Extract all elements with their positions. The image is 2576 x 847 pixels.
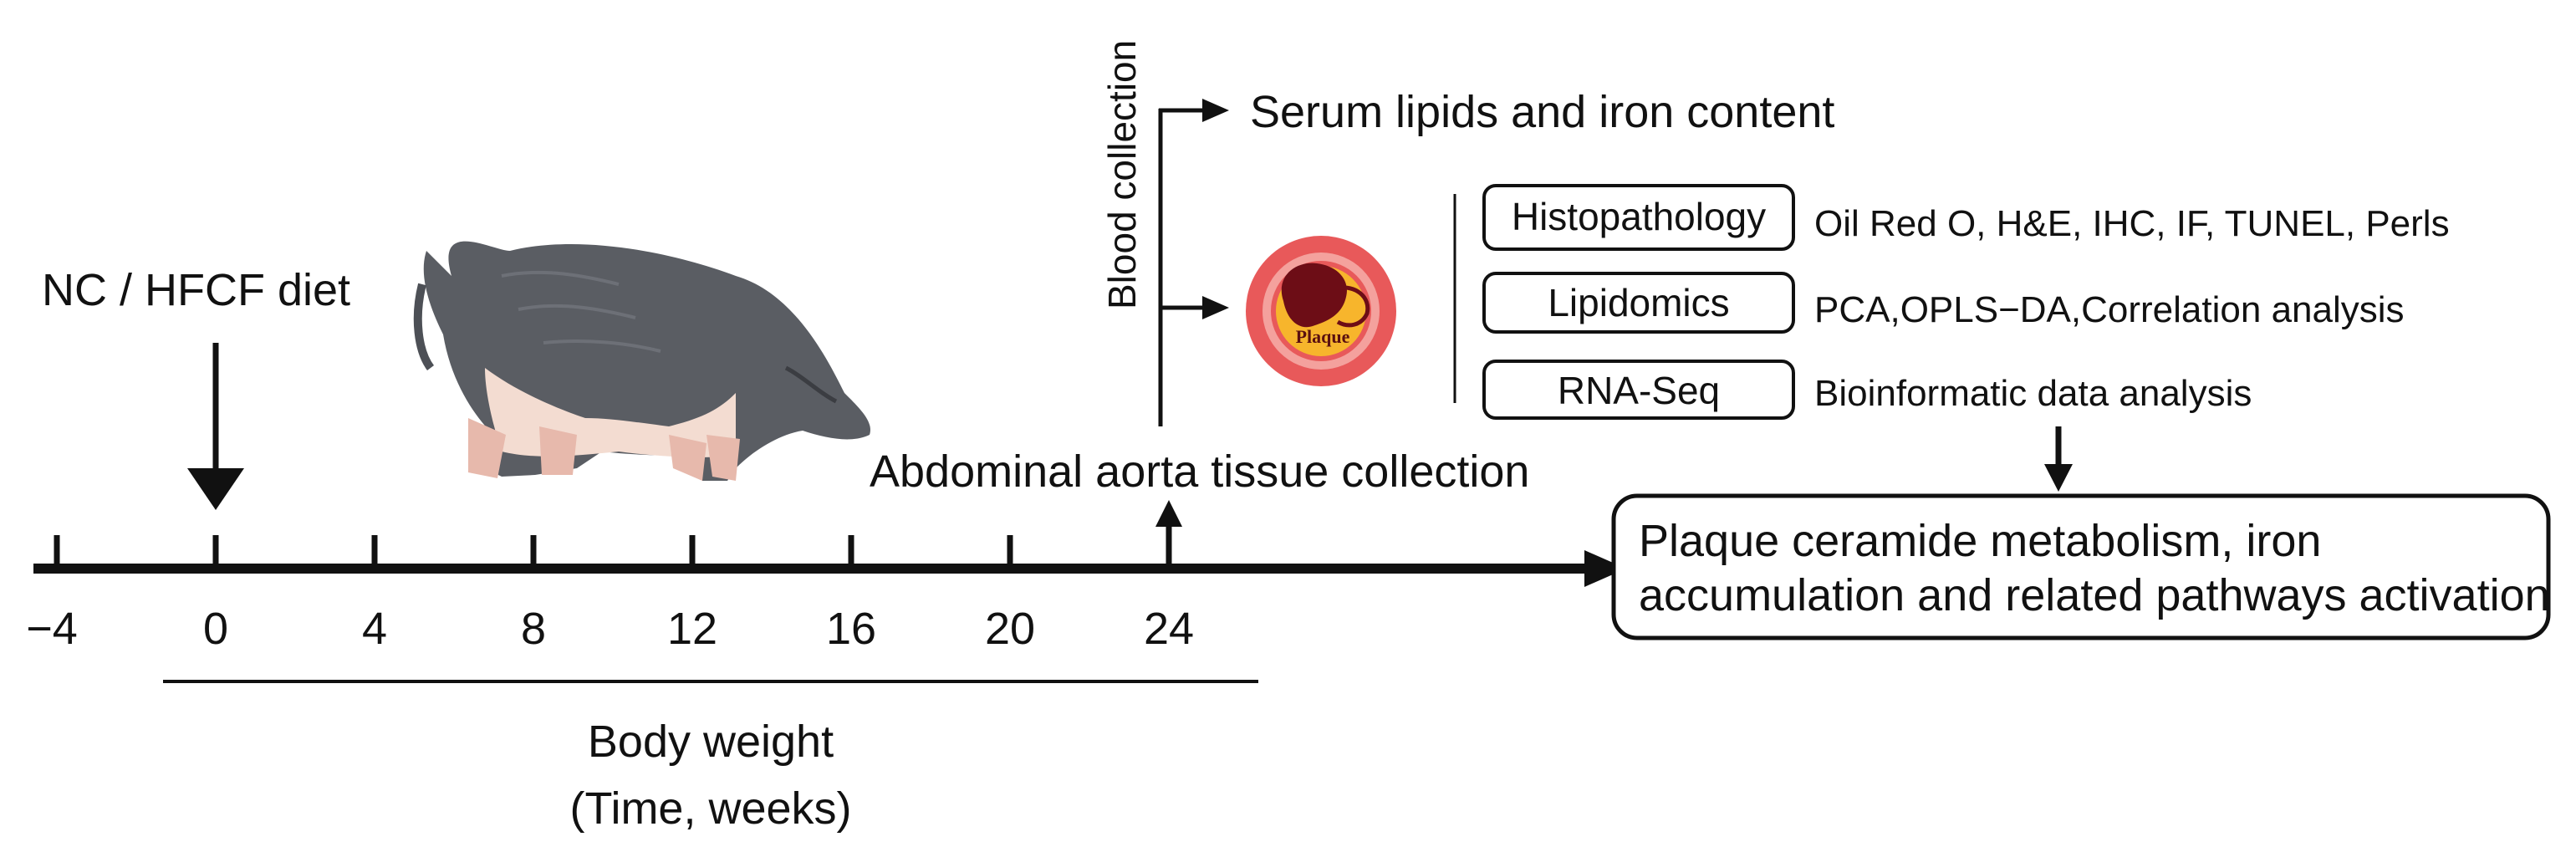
rnaseq-box	[1482, 360, 1795, 420]
histopathology-box	[1482, 184, 1795, 251]
outcome-box	[1611, 493, 2551, 640]
lipidomics-label: Lipidomics	[1548, 281, 1729, 324]
blood-collection-label: Blood collection	[1100, 40, 1144, 309]
lipidomics-detail: PCA,OPLS−DA,Correlation analysis	[1814, 289, 2405, 330]
histopathology-detail: Oil Red O, H&E, IHC, IF, TUNEL, Perls	[1814, 203, 2450, 244]
outcome-line-2: accumulation and related pathways activa…	[1639, 570, 2550, 620]
plaque-label: Plaque	[1296, 326, 1350, 347]
tick-label: 20	[985, 604, 1035, 654]
body-weight-label: Body weight	[588, 717, 834, 767]
tick-label: −4	[26, 604, 78, 654]
tick-label: 16	[826, 604, 876, 654]
tissue-collection-label: Abdominal aorta tissue collection	[870, 446, 1529, 497]
tick-label: 4	[362, 604, 387, 654]
serum-arrow-head	[1202, 99, 1229, 122]
outcome-line-1: Plaque ceramide metabolism, iron	[1639, 516, 2321, 566]
tick-label: 24	[1144, 604, 1194, 654]
timeline-arrow-head	[1584, 550, 1626, 587]
timeline-tick-labels: −4 0 4 8 12 16 20 24	[26, 604, 1194, 654]
serum-label: Serum lipids and iron content	[1250, 87, 1834, 137]
lipidomics-box	[1482, 272, 1795, 334]
outcome-arrow-head	[2044, 464, 2073, 492]
diet-arrow-head	[187, 468, 244, 510]
timeline-ticks	[54, 535, 1013, 569]
diet-label: NC / HFCF diet	[42, 265, 350, 315]
rnaseq-label: RNA-Seq	[1558, 369, 1720, 412]
pig-illustration	[413, 241, 870, 481]
tick-label: 0	[203, 604, 228, 654]
tick-label: 12	[667, 604, 717, 654]
sampling-arrow-head	[1155, 500, 1182, 527]
rnaseq-detail: Bioinformatic data analysis	[1814, 373, 2252, 414]
histopathology-label: Histopathology	[1512, 195, 1766, 238]
tick-label: 8	[521, 604, 546, 654]
time-weeks-label: (Time, weeks)	[569, 783, 851, 834]
tissue-arrow-head	[1202, 296, 1229, 319]
aorta-plaque-icon: Plaque	[1246, 236, 1396, 386]
